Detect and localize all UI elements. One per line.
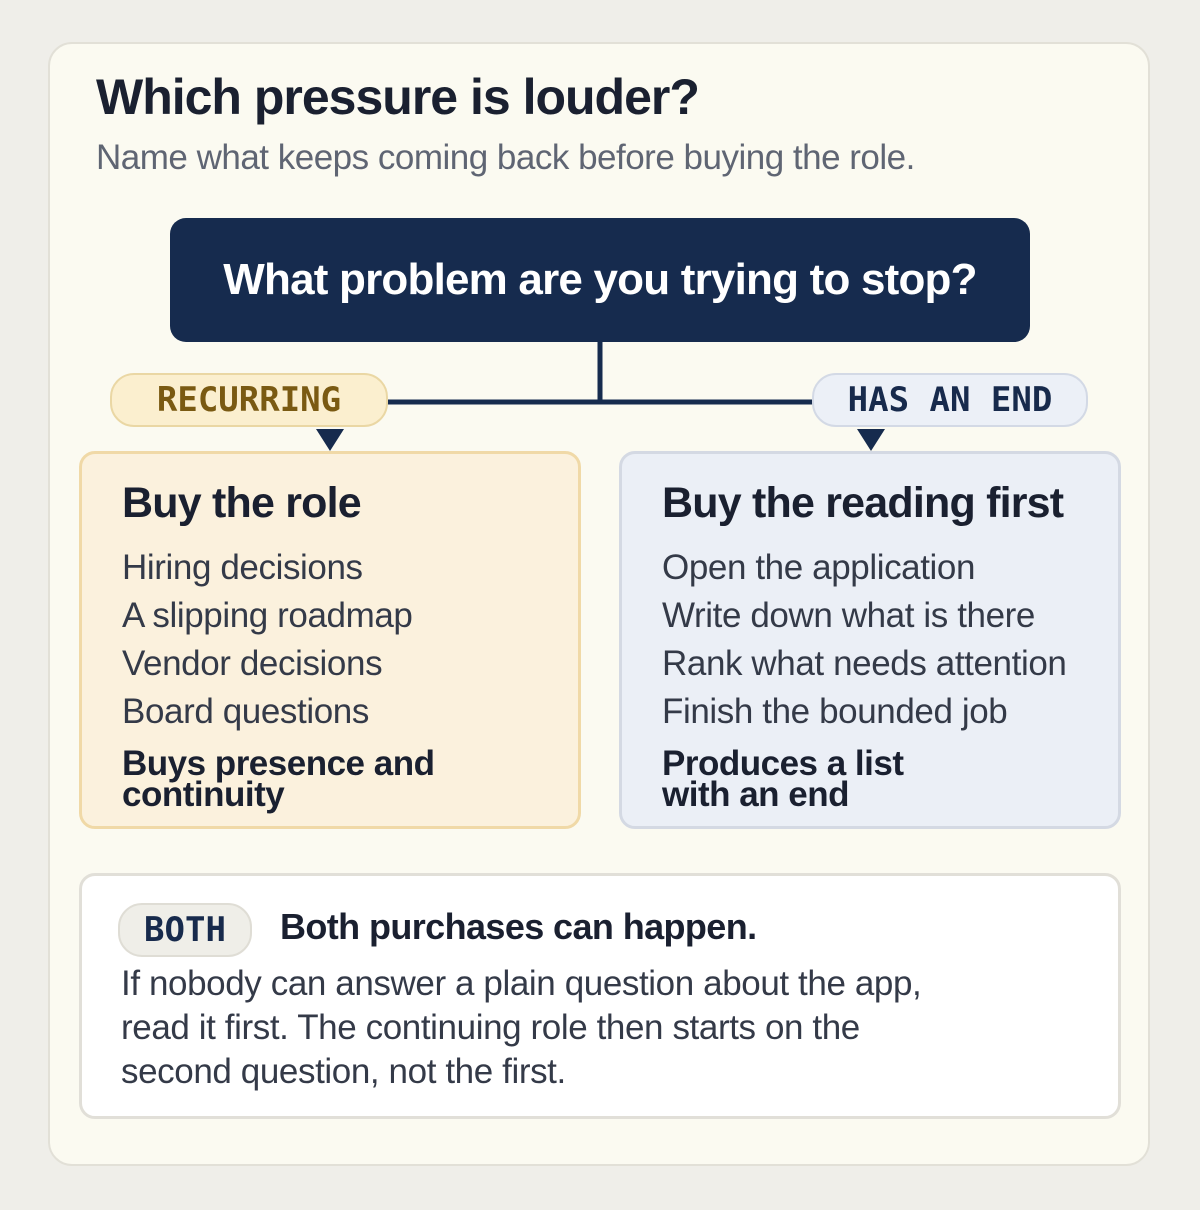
note-body: If nobody can answer a plain question ab… bbox=[121, 962, 1021, 1094]
page-title: Which pressure is louder? bbox=[96, 69, 700, 125]
recurring-label: RECURRING bbox=[110, 373, 388, 427]
list-item: Vendor decisions bbox=[122, 644, 383, 683]
list-item: A slipping roadmap bbox=[122, 596, 413, 635]
list-item: Rank what needs attention bbox=[662, 644, 1067, 683]
note-line: read it first. The continuing role then … bbox=[121, 1008, 860, 1047]
list-item: Finish the bounded job bbox=[662, 692, 1008, 731]
result-line: Buys presence and bbox=[122, 744, 435, 783]
panel-list: Hiring decisions A slipping roadmap Vend… bbox=[122, 544, 578, 736]
panel-heading: Buy the role bbox=[122, 479, 362, 527]
result-line: with an end bbox=[662, 775, 850, 814]
list-item: Board questions bbox=[122, 692, 369, 731]
list-item: Open the application bbox=[662, 548, 976, 587]
result-line: Produces a list bbox=[662, 744, 904, 783]
page-subtitle: Name what keeps coming back before buyin… bbox=[96, 138, 915, 177]
list-item: Write down what is there bbox=[662, 596, 1035, 635]
note-heading: Both purchases can happen. bbox=[280, 906, 757, 947]
list-item: Hiring decisions bbox=[122, 548, 363, 587]
panel-result: Produces a list with an end bbox=[662, 744, 1082, 814]
question-box: What problem are you trying to stop? bbox=[170, 218, 1030, 342]
panel-heading: Buy the reading first bbox=[662, 479, 1064, 527]
buy-role-panel: Buy the role Hiring decisions A slipping… bbox=[79, 451, 581, 829]
panel-list: Open the application Write down what is … bbox=[662, 544, 1118, 736]
both-badge: BOTH bbox=[118, 903, 252, 957]
result-line: continuity bbox=[122, 775, 285, 814]
buy-reading-panel: Buy the reading first Open the applicati… bbox=[619, 451, 1121, 829]
both-note-box bbox=[79, 873, 1121, 1119]
panel-result: Buys presence and continuity bbox=[122, 744, 542, 814]
note-line: second question, not the first. bbox=[121, 1052, 566, 1091]
has-an-end-label: HAS AN END bbox=[812, 373, 1088, 427]
note-line: If nobody can answer a plain question ab… bbox=[121, 964, 922, 1003]
